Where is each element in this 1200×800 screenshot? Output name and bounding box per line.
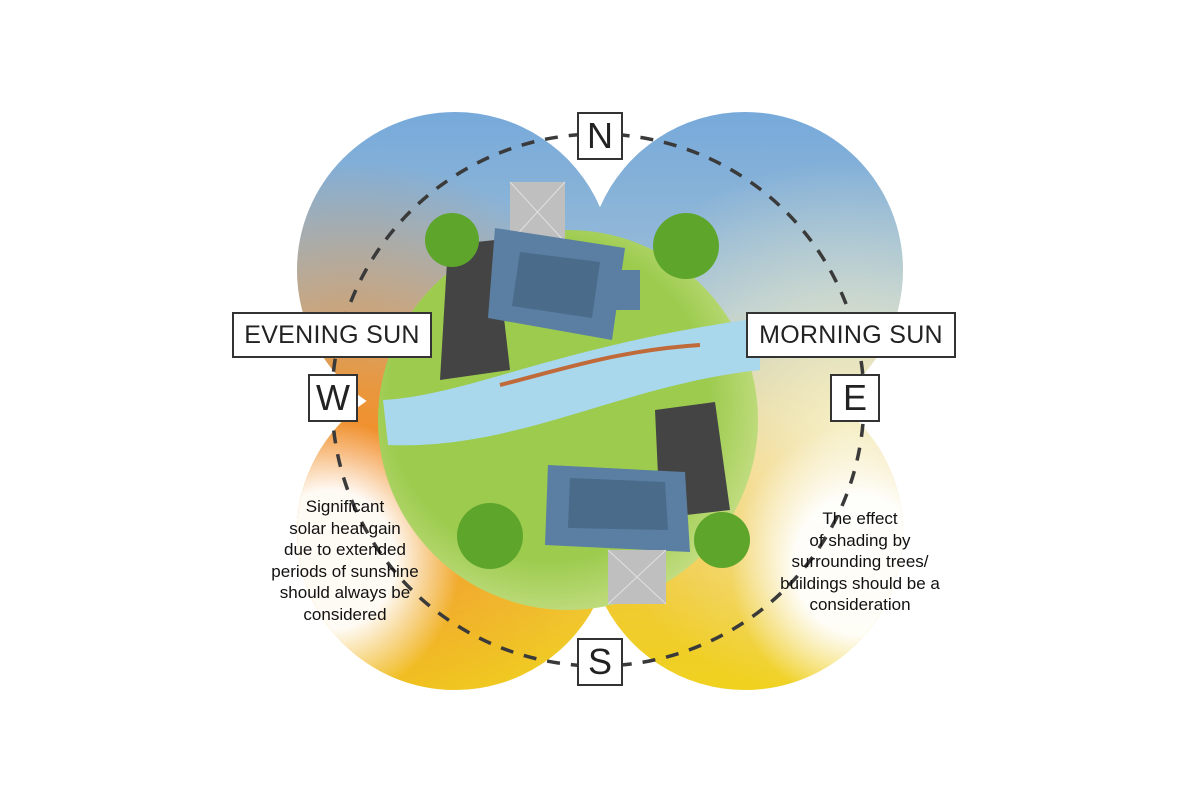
note-line: surrounding trees/ [791,552,929,571]
house-north [440,181,640,380]
morning-sun-label: MORNING SUN [746,312,956,358]
note-line: periods of sunshine [271,561,419,581]
trees [425,213,750,569]
east-marker: E [830,374,880,422]
note-line: buildings should be a [780,573,940,593]
tree-icon [653,213,719,279]
east-note: The effect of shading by surrounding tre… [760,508,960,616]
note-line: of shading by [809,530,911,550]
tree-icon [425,213,479,267]
south-marker: S [577,638,623,686]
note-line: consideration [809,595,911,614]
evening-sun-label: EVENING SUN [232,312,432,358]
tree-icon [694,512,750,568]
west-note: Significant solar heat gain due to exten… [245,496,445,625]
note-line: considered [303,604,387,624]
west-marker: W [308,374,358,422]
house-south [545,402,730,605]
note-line: solar heat gain [289,518,401,538]
note-line: Significant [305,497,385,516]
note-line: The effect [822,509,898,528]
north-marker: N [577,112,623,160]
tree-icon [457,503,523,569]
note-line: due to extended [284,540,406,559]
note-line: should always be [279,583,411,602]
